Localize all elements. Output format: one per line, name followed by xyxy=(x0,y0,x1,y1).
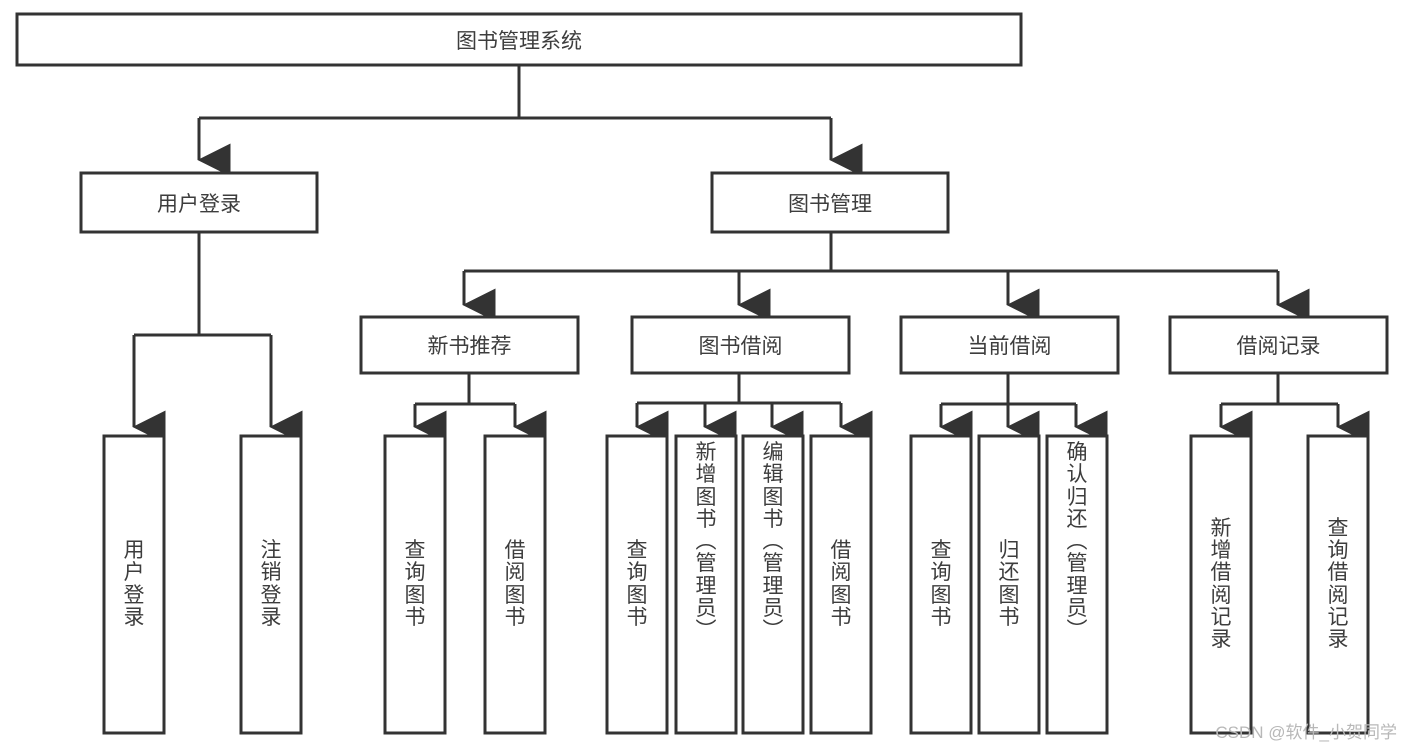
connector-layer xyxy=(132,65,1370,444)
node-box-leaf-bb-borrow-book[interactable] xyxy=(809,434,873,735)
node-box-current-borrow[interactable] xyxy=(899,315,1120,375)
node-box-leaf-rec-query-book[interactable] xyxy=(383,434,447,735)
node-box-leaf-bb-query-book[interactable] xyxy=(605,434,669,735)
node-box-leaf-bb-edit-book[interactable] xyxy=(741,434,805,735)
node-box-leaf-cb-confirm-return[interactable] xyxy=(1045,434,1109,735)
node-box-new-book-recommend[interactable] xyxy=(359,315,580,375)
node-box-leaf-bb-add-book[interactable] xyxy=(674,434,738,735)
node-box-leaf-cb-return-book[interactable] xyxy=(977,434,1041,735)
node-box-leaf-rec-borrow-book[interactable] xyxy=(483,434,547,735)
node-box-leaf-logout[interactable] xyxy=(239,434,303,735)
node-box-layer xyxy=(15,12,1389,735)
node-box-leaf-cb-query-book[interactable] xyxy=(909,434,973,735)
node-box-root-title[interactable] xyxy=(15,12,1023,67)
node-box-leaf-br-add-record[interactable] xyxy=(1189,434,1253,735)
node-box-leaf-user-login[interactable] xyxy=(102,434,166,735)
node-box-user-login[interactable] xyxy=(79,171,319,234)
node-box-book-borrow[interactable] xyxy=(630,315,851,375)
node-box-borrow-record[interactable] xyxy=(1168,315,1389,375)
node-box-book-manage[interactable] xyxy=(710,171,950,234)
node-box-leaf-br-query-record[interactable] xyxy=(1306,434,1370,735)
